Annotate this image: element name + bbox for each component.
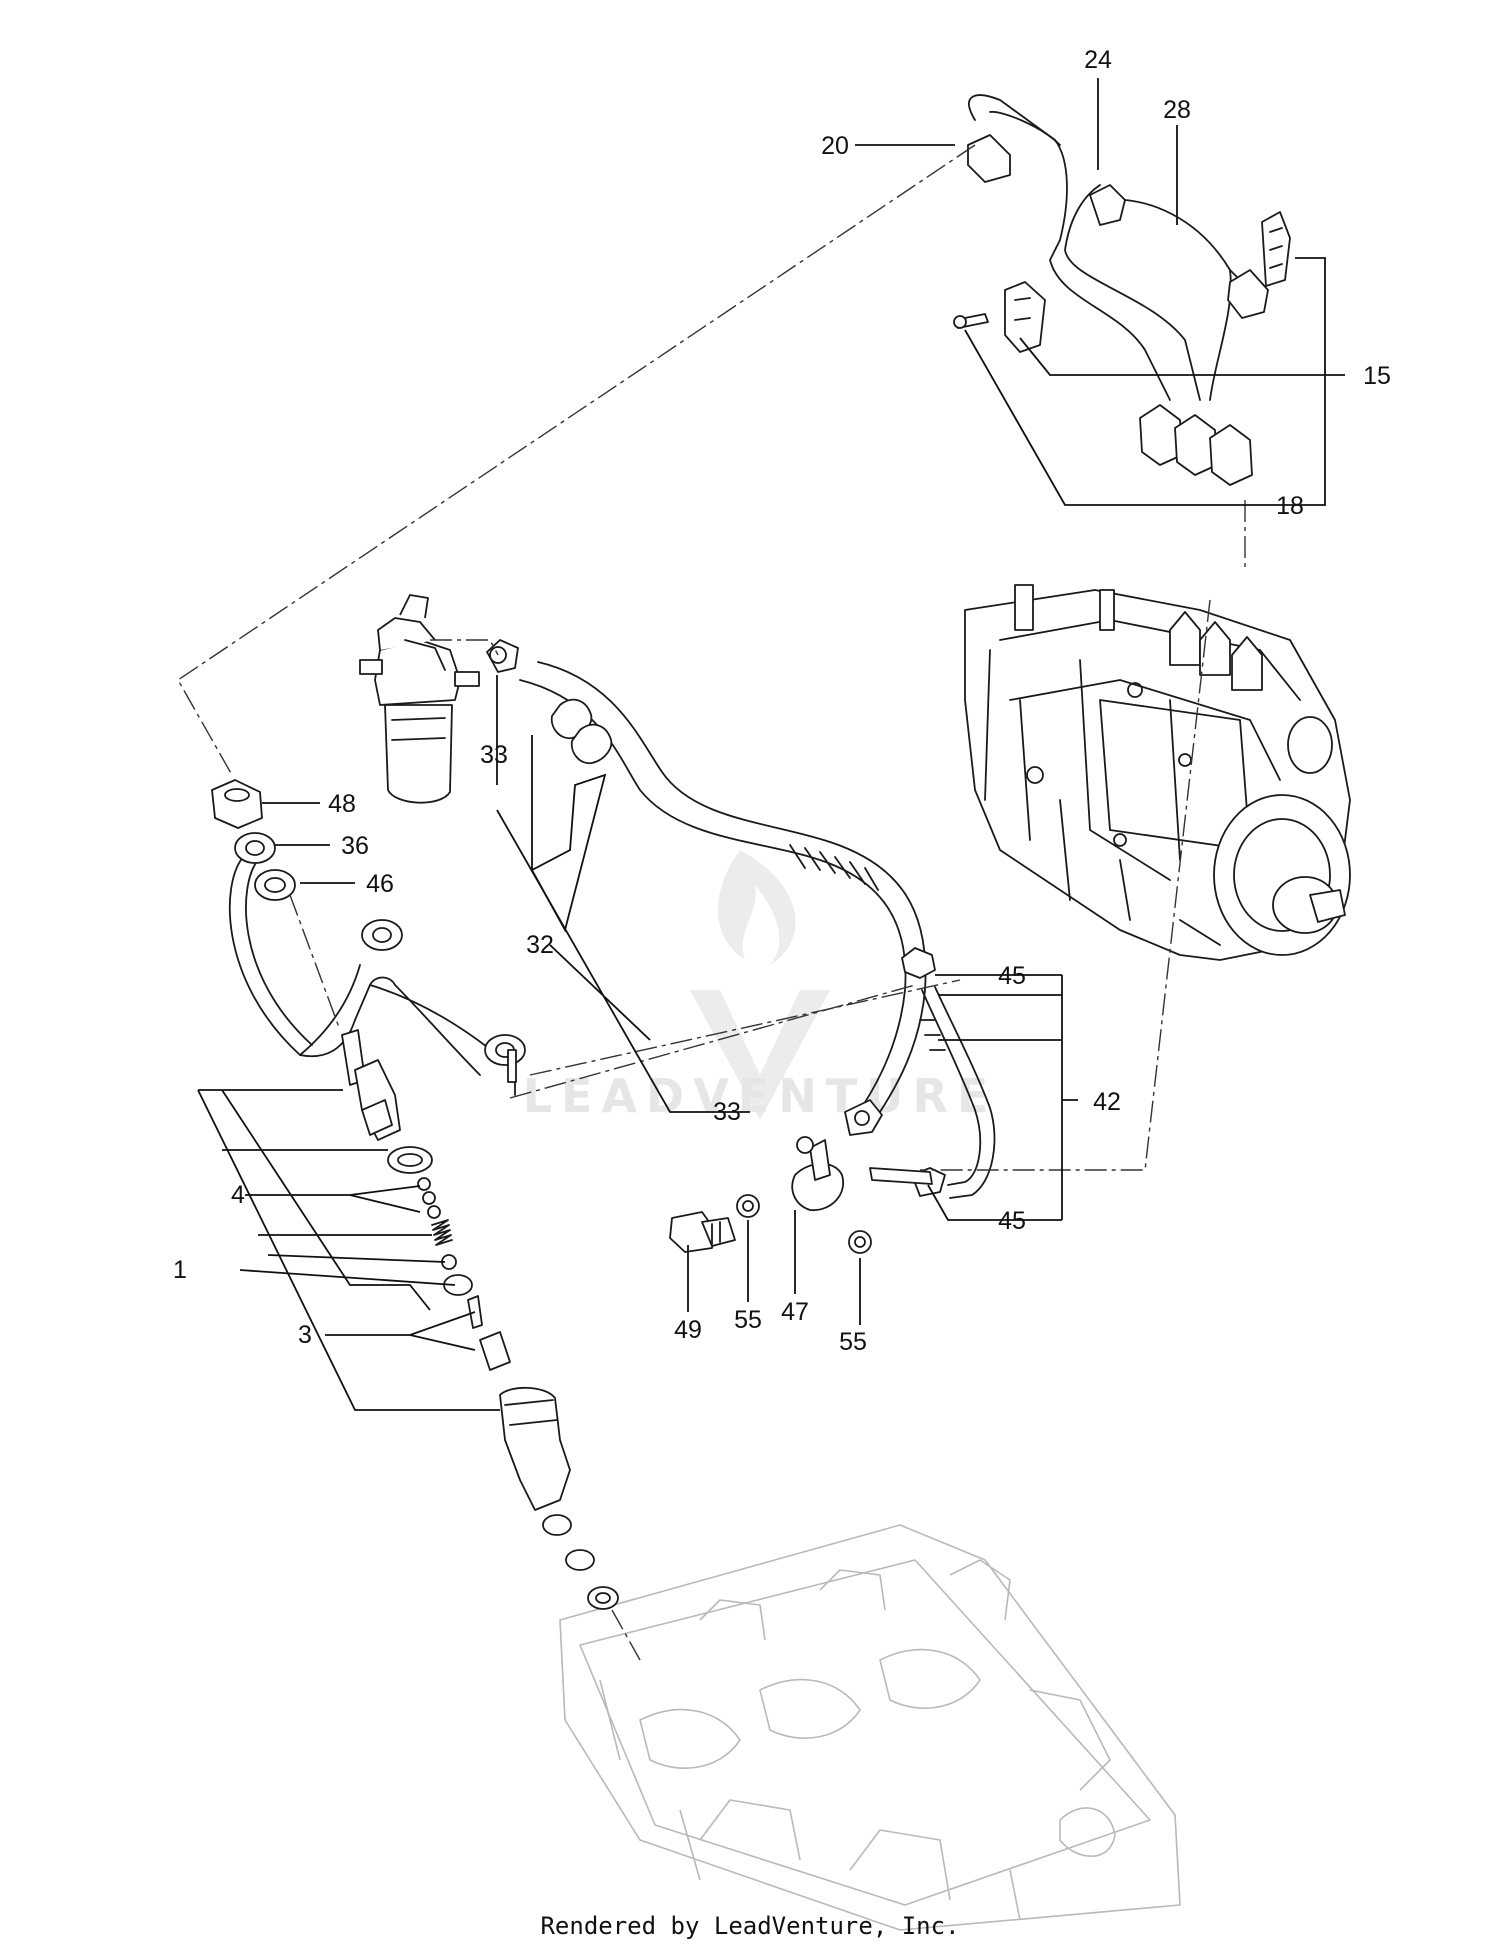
callout-46: 46 [366,870,394,898]
callout-55-right: 55 [839,1328,867,1356]
cylinder-head-ghost [559,1524,1181,1931]
leader-lines [197,78,1345,1411]
callout-32: 32 [526,931,554,959]
callout-55-left: 55 [734,1306,762,1334]
callout-45-bottom: 45 [998,1207,1026,1235]
watermark-text: LEADVENTURE [523,1069,998,1123]
callout-48: 48 [328,790,356,818]
callout-28: 28 [1163,96,1191,124]
watermark-logo [690,850,830,1120]
callout-42: 42 [1093,1088,1121,1116]
dashed-centerlines [177,144,1246,1661]
return-line-42 [669,947,996,1254]
callout-18: 18 [1276,492,1304,520]
callout-49: 49 [674,1316,702,1344]
injector-assembly [341,1029,619,1610]
injection-pump [964,584,1351,961]
callout-20: 20 [821,132,849,160]
fuel-filter [359,594,480,804]
injection-pipes [953,94,1291,486]
callout-3: 3 [298,1321,312,1349]
callout-36: 36 [341,832,369,860]
footer-credit: Rendered by LeadVenture, Inc. [540,1912,960,1940]
callout-24: 24 [1084,46,1112,74]
fuel-hose-32 [486,639,927,1136]
callout-1: 1 [173,1256,187,1284]
callout-47: 47 [781,1298,809,1326]
callout-33-top: 33 [480,741,508,769]
callout-33-bottom: 33 [713,1098,741,1126]
callout-4: 4 [231,1181,245,1209]
callout-labels: 20 24 28 15 18 48 36 46 33 32 33 45 42 4… [173,46,1391,1356]
callout-45-top: 45 [998,962,1026,990]
leak-off-pipe [211,779,526,1096]
callout-15: 15 [1363,362,1391,390]
